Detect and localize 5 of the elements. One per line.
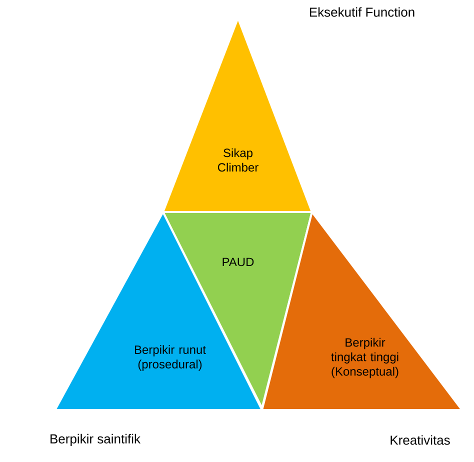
triangle: Berpikir tingkat tinggi (Konseptual) (261, 211, 463, 411)
triangle: Sikap Climber (162, 17, 313, 213)
corner-label: Berpikir saintifik (50, 434, 141, 446)
corner-label: Eksekutif Function (310, 7, 414, 17)
corner-label: Kreativitas (390, 435, 450, 445)
